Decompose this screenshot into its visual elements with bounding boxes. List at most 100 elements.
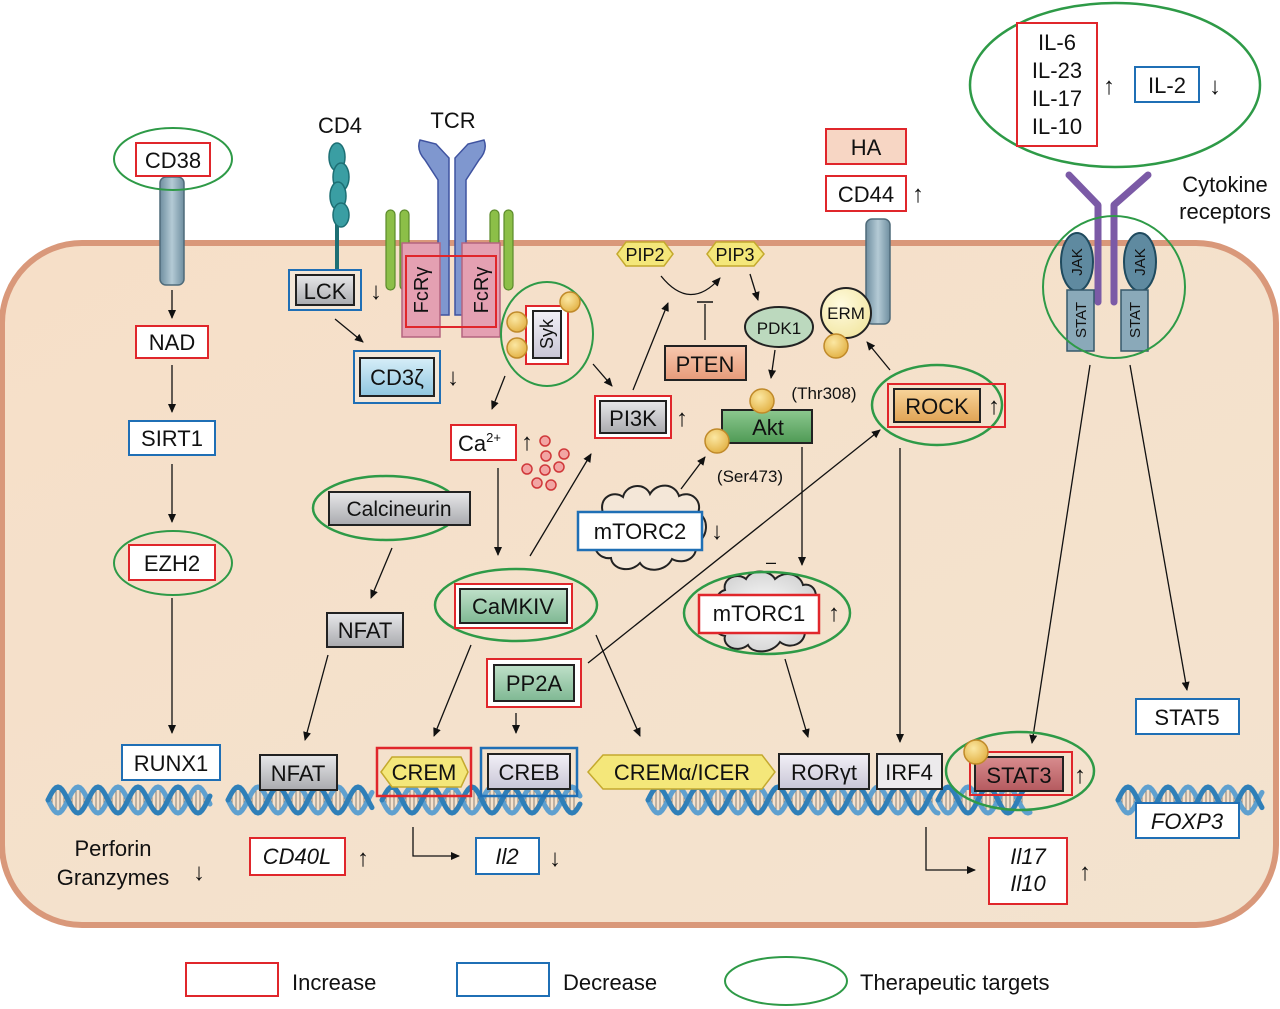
cytokines-therapeutic-target	[968, 1, 1262, 169]
il17-il10-arrow: ↑	[1079, 859, 1091, 886]
irf4-box	[876, 753, 943, 790]
pi3k-box	[599, 400, 667, 434]
pip2-label: PIP2	[625, 245, 664, 265]
mtorc2-label: mTORC2	[594, 519, 687, 544]
stat-left	[1066, 289, 1095, 352]
tcr-complex: FcRγ FcRγ	[385, 139, 514, 338]
pp2a-label: PP2A	[506, 671, 563, 696]
perforin-label: Perforin	[74, 836, 151, 861]
ser473-label: (Ser473)	[717, 467, 783, 486]
cd40l-box	[249, 837, 346, 876]
legend: Increase Decrease Therapeutic targets	[185, 956, 1050, 1006]
il10-gene-label: Il10	[1010, 871, 1046, 896]
crem-icer-label: CREMα/ICER	[614, 760, 750, 785]
lck-arrow: ↓	[370, 278, 382, 305]
irf4-label: IRF4	[885, 760, 933, 785]
il17-il10-box	[988, 837, 1068, 905]
syk-therapeutic-target	[500, 281, 594, 387]
stat3-box	[974, 756, 1064, 792]
erm-label: ERM	[827, 304, 865, 323]
arrow-nfat-nucleus	[303, 654, 329, 741]
cd44-arrow: ↑	[912, 181, 924, 208]
cytokine-receptors-label-2: receptors	[1179, 199, 1271, 224]
fcr-gamma-increase-box	[405, 255, 497, 328]
arrow-receptor-stat3	[1029, 364, 1091, 744]
phosphate-icon	[823, 333, 849, 359]
nfat-nuc-box	[259, 754, 338, 791]
fcr-gamma-right-label: FcRγ	[471, 267, 493, 314]
stat3-therapeutic-target	[944, 730, 1096, 812]
cytokine-receptor	[1065, 171, 1152, 306]
lck-label: LCK	[304, 279, 347, 304]
syk-label: Syk	[537, 318, 557, 349]
nad-label: NAD	[149, 330, 195, 355]
foxp3-label: FOXP3	[1151, 809, 1224, 834]
il2-gene-label: Il2	[495, 844, 518, 869]
creb-label: CREB	[498, 760, 559, 785]
cd44-box	[825, 175, 907, 212]
rock-therapeutic-target	[870, 363, 1004, 447]
il17-gene-label: Il17	[1010, 844, 1046, 869]
pten-label: PTEN	[676, 352, 735, 377]
cd44-receptor	[865, 218, 891, 325]
lck-box	[295, 274, 355, 306]
cd4-receptor	[328, 142, 350, 305]
legend-increase-swatch	[185, 962, 279, 997]
arrow-calcineurin-nfat	[370, 547, 393, 599]
mtorc1-minus: –	[766, 552, 776, 572]
runx1-label: RUNX1	[134, 751, 209, 776]
arrow-receptor-stat5	[1129, 364, 1190, 691]
mtorc2-box	[576, 510, 704, 552]
ezh2-box	[128, 544, 216, 581]
stat3-increase-box	[969, 751, 1073, 796]
stat5-box	[1135, 698, 1240, 735]
phosphate-icon	[963, 739, 989, 765]
legend-therapeutic-label: Therapeutic targets	[860, 970, 1050, 995]
crem-increase-box	[375, 746, 473, 798]
arrow-pi3k-pip	[632, 302, 669, 391]
arrow-syk-pi3k	[592, 363, 613, 387]
calcineurin-box	[328, 491, 471, 526]
ca-box	[450, 424, 517, 461]
cd40l-arrow: ↑	[357, 845, 369, 872]
rock-arrow: ↑	[988, 393, 1000, 420]
arrow-lck-cd3z	[334, 318, 364, 343]
pp2a-box	[493, 664, 575, 702]
cd38-receptor: CD38	[113, 127, 233, 286]
arrow-pp2a-rock	[587, 429, 881, 664]
arrow-rock-erm	[866, 341, 891, 371]
jak-left-label: JAK	[1069, 248, 1086, 276]
mtorc2-arrow: ↓	[711, 518, 723, 545]
ha-label: HA	[851, 135, 882, 160]
dna-helix-icon	[379, 784, 583, 816]
crem-icer-hexagon	[586, 754, 776, 790]
nfat-cyto-box	[326, 612, 404, 648]
camkiv-therapeutic-target	[433, 567, 599, 643]
il2-label: IL-2	[1148, 73, 1186, 98]
arrow-crem-il2	[412, 827, 460, 860]
pip3-label: PIP3	[715, 245, 754, 265]
crem-hexagon	[380, 756, 469, 788]
legend-increase-label: Increase	[292, 970, 376, 995]
ezh2-label: EZH2	[144, 551, 200, 576]
nad-box	[135, 325, 209, 359]
mtorc1-therapeutic-target	[682, 570, 852, 656]
arrow-camkiv-crem	[433, 644, 472, 737]
pi3k-label: PI3K	[609, 406, 657, 431]
cytokines-arrow: ↑	[1103, 73, 1115, 100]
stat-right	[1120, 289, 1149, 352]
arrow-mtorc1-rorgt	[784, 658, 810, 738]
pip3-hexagon	[706, 241, 765, 267]
pi3k-arrow: ↑	[676, 405, 688, 432]
cd3z-label: CD3ζ	[370, 365, 424, 390]
phosphate-icon	[749, 388, 775, 414]
cd3z-box	[359, 357, 435, 397]
rock-box	[893, 388, 981, 423]
arrow-pip2-pip3	[660, 275, 721, 296]
cytokine-receptors-label-1: Cytokine	[1182, 172, 1268, 197]
dna-helix-icon	[45, 784, 213, 816]
sirt1-box	[128, 420, 216, 456]
thr308-label: (Thr308)	[791, 384, 856, 403]
runx1-box	[121, 744, 221, 781]
